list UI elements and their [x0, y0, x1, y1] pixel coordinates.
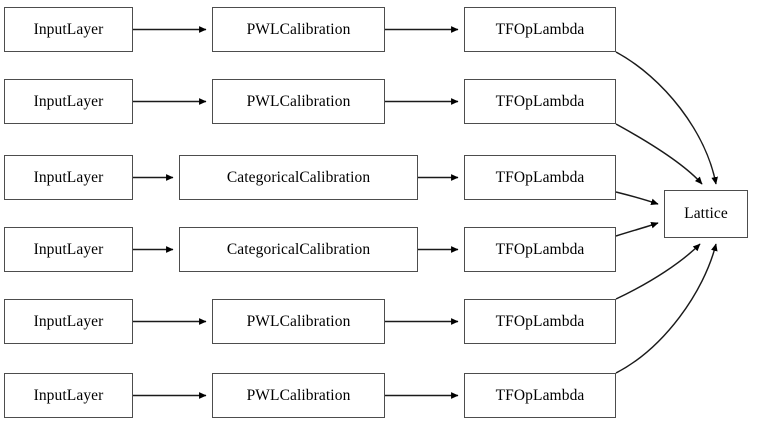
node-label: PWLCalibration: [246, 20, 351, 38]
node-calibration-3[interactable]: CategoricalCalibration: [179, 155, 418, 200]
node-calibration-1[interactable]: PWLCalibration: [212, 7, 385, 52]
node-label: InputLayer: [33, 20, 104, 38]
node-label: TFOpLambda: [495, 386, 585, 404]
node-label: TFOpLambda: [495, 92, 585, 110]
node-label: TFOpLambda: [495, 312, 585, 330]
node-tfoplambda-1[interactable]: TFOpLambda: [464, 7, 616, 52]
edge-op-to-lattice-4: [615, 222, 659, 237]
node-input-layer-3[interactable]: InputLayer: [4, 155, 133, 200]
node-lattice[interactable]: Lattice: [664, 190, 748, 238]
node-label: PWLCalibration: [246, 92, 351, 110]
node-calibration-5[interactable]: PWLCalibration: [212, 299, 385, 344]
node-tfoplambda-4[interactable]: TFOpLambda: [464, 227, 616, 272]
edge-op-to-lattice-3: [615, 191, 659, 205]
node-label: InputLayer: [33, 240, 104, 258]
node-label: CategoricalCalibration: [226, 168, 371, 186]
node-input-layer-2[interactable]: InputLayer: [4, 79, 133, 124]
node-label: InputLayer: [33, 312, 104, 330]
node-input-layer-5[interactable]: InputLayer: [4, 299, 133, 344]
node-input-layer-4[interactable]: InputLayer: [4, 227, 133, 272]
node-label: InputLayer: [33, 386, 104, 404]
node-label: PWLCalibration: [246, 386, 351, 404]
node-label: Lattice: [684, 205, 728, 223]
node-calibration-2[interactable]: PWLCalibration: [212, 79, 385, 124]
edge-op-to-lattice-1: [615, 51, 718, 185]
node-label: InputLayer: [33, 168, 104, 186]
node-input-layer-1[interactable]: InputLayer: [4, 7, 133, 52]
node-tfoplambda-2[interactable]: TFOpLambda: [464, 79, 616, 124]
edge-op-to-lattice-6: [615, 243, 718, 374]
node-tfoplambda-6[interactable]: TFOpLambda: [464, 373, 616, 418]
edge-op-to-lattice-2: [615, 123, 703, 185]
node-label: TFOpLambda: [495, 20, 585, 38]
node-label: CategoricalCalibration: [226, 240, 371, 258]
node-label: PWLCalibration: [246, 312, 351, 330]
node-calibration-4[interactable]: CategoricalCalibration: [179, 227, 418, 272]
node-calibration-6[interactable]: PWLCalibration: [212, 373, 385, 418]
node-label: InputLayer: [33, 92, 104, 110]
node-tfoplambda-5[interactable]: TFOpLambda: [464, 299, 616, 344]
node-label: TFOpLambda: [495, 240, 585, 258]
node-label: TFOpLambda: [495, 168, 585, 186]
node-input-layer-6[interactable]: InputLayer: [4, 373, 133, 418]
edge-op-to-lattice-5: [615, 243, 701, 300]
node-tfoplambda-3[interactable]: TFOpLambda: [464, 155, 616, 200]
